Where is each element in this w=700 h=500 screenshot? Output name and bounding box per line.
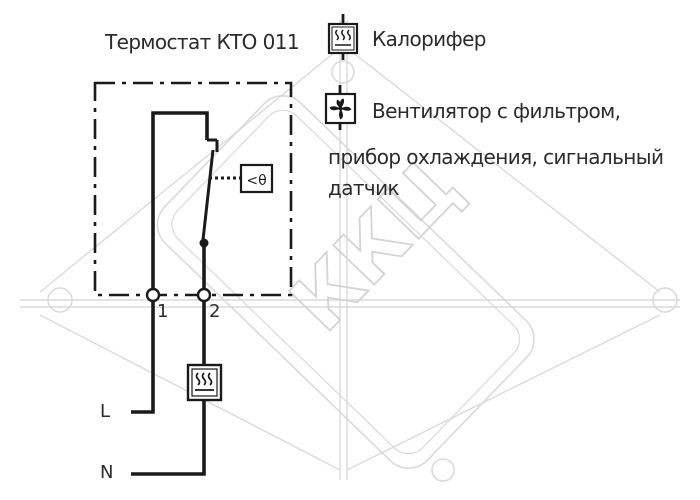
watermark: ККЦ xyxy=(20,20,680,482)
legend-fan-label-line2: прибор охлаждения, сигнальный xyxy=(328,145,664,169)
terminal-1-label: 1 xyxy=(157,301,168,322)
wire-neutral xyxy=(131,400,206,476)
line-live-label: L xyxy=(100,401,110,422)
wire-live xyxy=(151,111,209,295)
wire-l-input xyxy=(131,295,155,414)
line-neutral-label: N xyxy=(100,462,113,483)
temperature-sensor xyxy=(239,163,274,194)
watermark-text: ККЦ xyxy=(274,143,478,349)
legend-fan-label-line3: датчик xyxy=(328,176,400,200)
switch-contact xyxy=(199,138,219,248)
heater-icon xyxy=(195,372,214,391)
terminal-2-label: 2 xyxy=(209,301,220,322)
terminal-1 xyxy=(145,287,161,303)
heater-icon xyxy=(335,29,351,46)
thermostat-housing xyxy=(93,81,293,297)
terminal-2 xyxy=(196,287,212,303)
legend-heater-label: Калорифер xyxy=(372,27,486,51)
sensor-symbol: <θ xyxy=(246,173,266,189)
heater-circuit xyxy=(186,363,223,402)
fan-icon xyxy=(329,98,352,120)
wires xyxy=(131,111,209,476)
legend-fan-label-line1: Вентилятор с фильтром, xyxy=(372,99,621,123)
diagram-title: Термостат КТО 011 xyxy=(105,30,300,54)
legend-heater-symbol xyxy=(327,14,359,60)
legend-fan-symbol xyxy=(324,85,357,130)
